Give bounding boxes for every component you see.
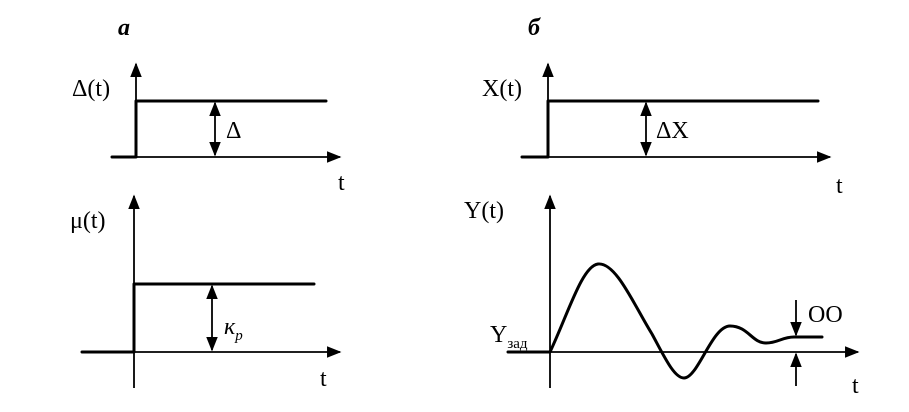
panel-b-label: б <box>528 15 541 41</box>
panel-a-top-step-signal <box>110 99 328 159</box>
panel-a: а Δ(t) t Δ μ(t) t кр <box>70 15 345 392</box>
panel-b-top-step-signal <box>520 99 820 159</box>
panel-b-bottom-plot: Y(t) t Yзад ОО <box>464 194 860 399</box>
panel-b-top-plot: X(t) t ΔX <box>482 62 843 199</box>
panel-a-bottom-dim-label: кр <box>224 314 243 344</box>
panel-a-top-plot: Δ(t) t Δ <box>72 62 345 196</box>
panel-a-top-dim-label: Δ <box>226 118 241 144</box>
setpoint-main: Y <box>490 322 507 348</box>
panel-a-bottom-plot: μ(t) t кр <box>70 194 342 392</box>
panel-b-top-y-label: X(t) <box>482 76 522 102</box>
panel-b: б X(t) t ΔX Y(t) t Yзад ОО <box>464 15 860 399</box>
panel-b-transient-response-curve <box>506 262 824 380</box>
panel-a-label: а <box>118 15 130 41</box>
kp-sub: р <box>234 328 243 344</box>
kp-main: к <box>224 314 236 340</box>
setpoint-label: Yзад <box>490 322 528 352</box>
panel-b-top-dim-label: ΔX <box>656 118 689 144</box>
panel-a-bottom-y-label: μ(t) <box>70 208 106 234</box>
panel-b-bottom-y-label: Y(t) <box>464 198 504 224</box>
panel-a-top-x-label: t <box>338 170 345 196</box>
panel-a-top-y-label: Δ(t) <box>72 76 110 102</box>
setpoint-sub: зад <box>507 336 528 352</box>
panel-a-bottom-x-label: t <box>320 366 327 392</box>
panel-a-bottom-step-signal <box>80 282 316 354</box>
panel-b-top-x-label: t <box>836 173 843 199</box>
overshoot-label: ОО <box>808 302 843 328</box>
panel-b-bottom-x-label: t <box>852 373 859 399</box>
